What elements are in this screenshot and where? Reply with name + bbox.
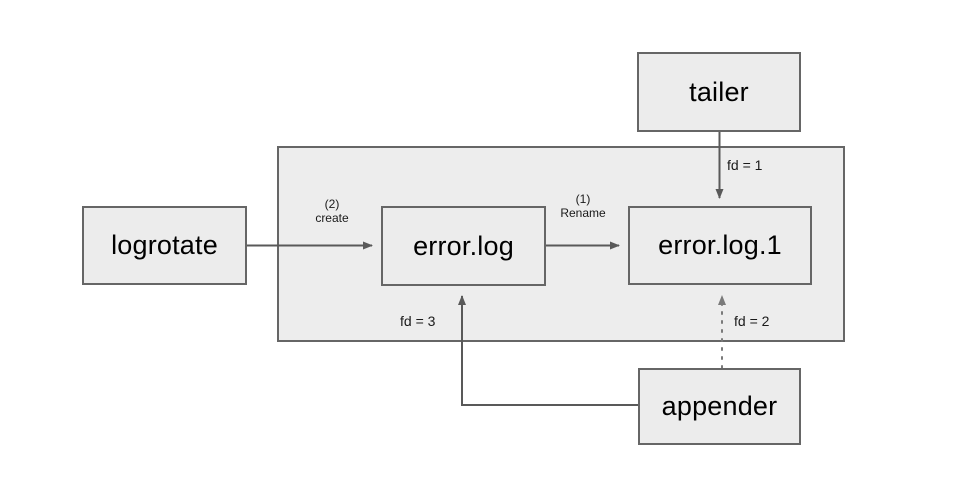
node-appender-label: appender <box>661 391 778 421</box>
edge-label-fd2: fd = 2 <box>734 313 769 329</box>
edge-label-fd1: fd = 1 <box>727 157 762 173</box>
edge-label-rename-line1: (1) <box>575 192 591 206</box>
node-appender[interactable]: appender <box>638 368 801 445</box>
edge-label-rename: (1) Rename <box>548 192 618 221</box>
node-tailer-label: tailer <box>689 76 749 107</box>
node-logrotate[interactable]: logrotate <box>82 206 247 285</box>
edge-label-create-line1: (2) <box>324 197 340 211</box>
node-error-log-1[interactable]: error.log.1 <box>628 206 812 285</box>
node-error-log-label: error.log <box>413 230 514 261</box>
edge-label-fd2-text: fd = 2 <box>734 313 770 329</box>
edge-fd3-line <box>458 295 638 406</box>
edge-label-create-line2: create <box>315 210 349 225</box>
edge-label-fd3: fd = 3 <box>400 313 435 329</box>
node-tailer[interactable]: tailer <box>637 52 801 132</box>
node-error-log-1-label: error.log.1 <box>658 230 782 260</box>
node-logrotate-label: logrotate <box>111 230 218 260</box>
edge-label-fd3-text: fd = 3 <box>400 313 436 329</box>
edge-label-rename-line2: Rename <box>560 205 606 220</box>
node-error-log[interactable]: error.log <box>381 206 546 286</box>
edge-label-fd1-text: fd = 1 <box>727 157 763 173</box>
edge-label-create: (2) create <box>296 197 368 226</box>
